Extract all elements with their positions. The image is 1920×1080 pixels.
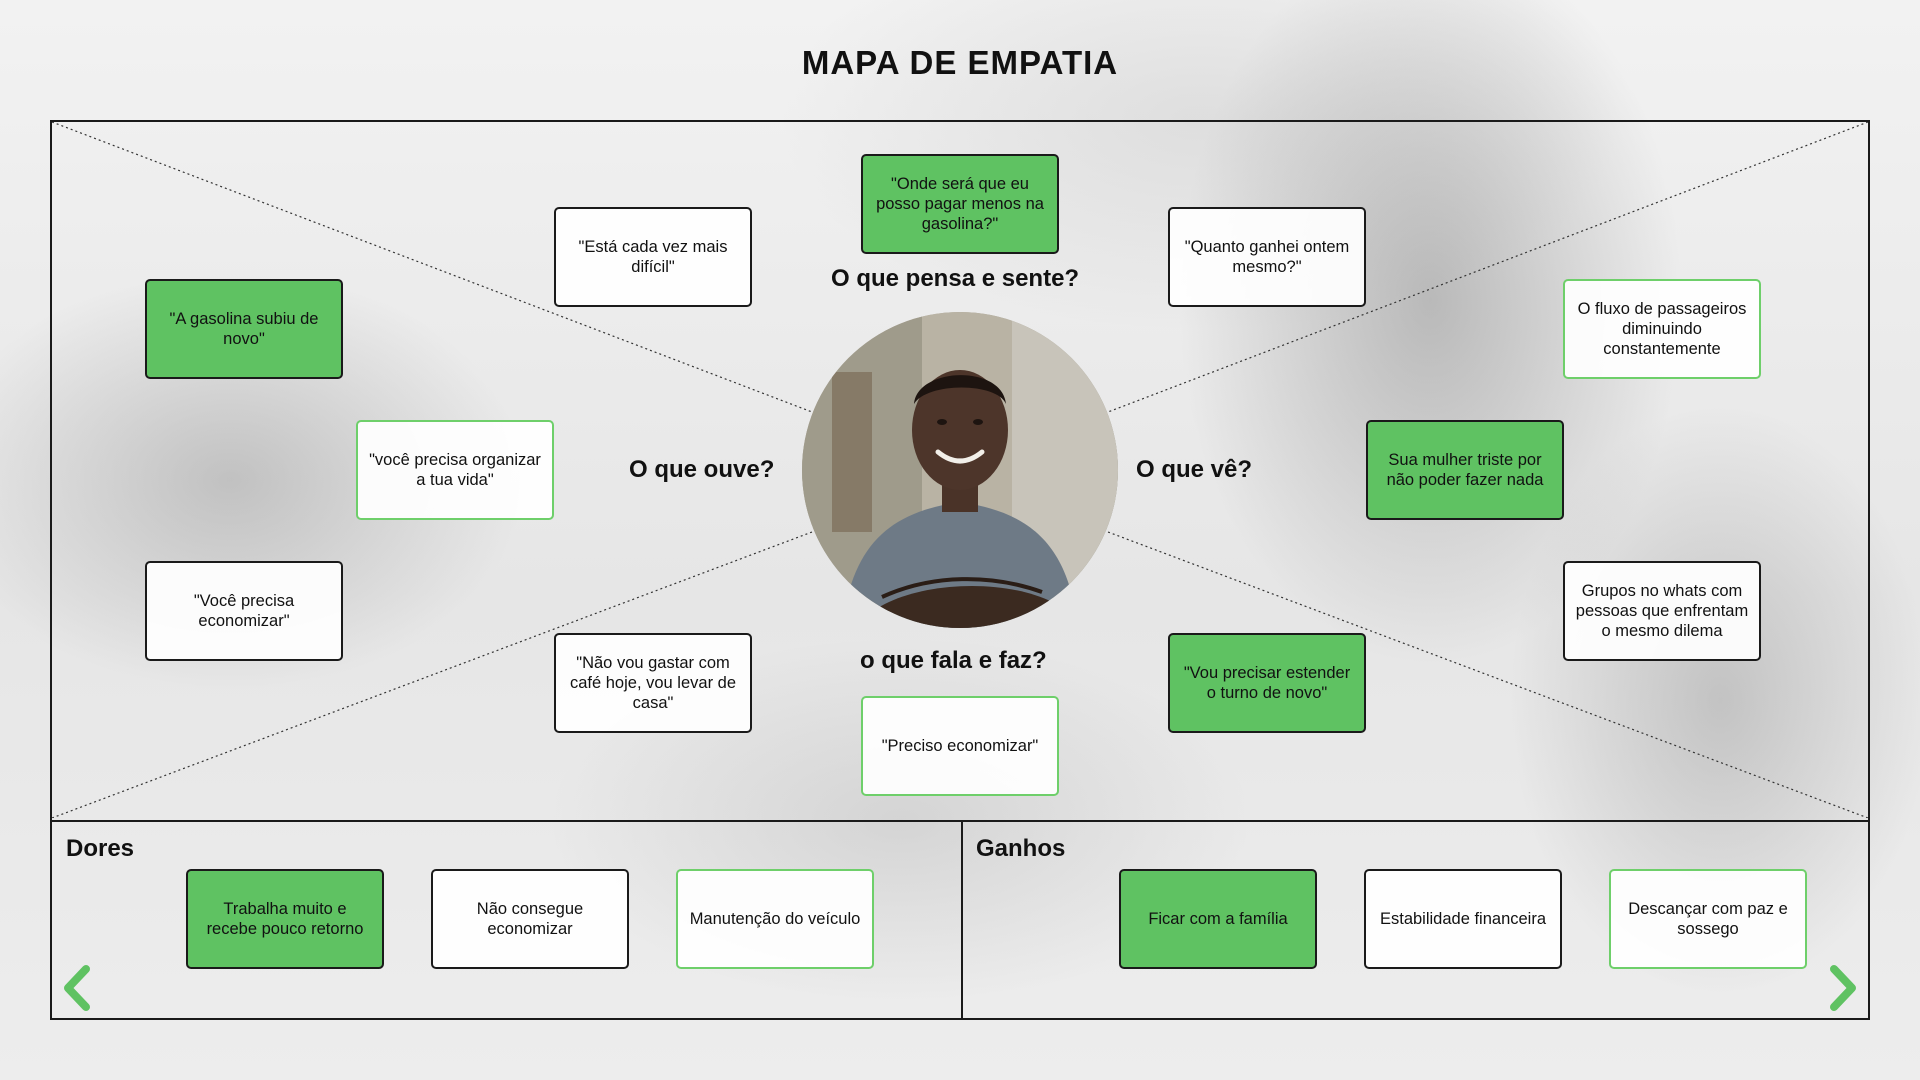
note-preciso-economizar: "Preciso economizar" [861,696,1059,796]
note-fluxo-passageiros: O fluxo de passageiros diminuindo consta… [1563,279,1761,379]
gain-item: Ficar com a família [1119,869,1317,969]
quadrant-diagonals [52,122,1868,818]
pain-item-text: Não consegue economizar [476,900,584,938]
note-text: "A gasolina subiu de novo" [169,310,319,348]
note-grupos-whats: Grupos no whats com pessoas que enfrenta… [1563,561,1761,661]
gain-item: Descançar com paz e sossego [1609,869,1807,969]
bottom-section-divider [52,820,1868,822]
pain-item-text: Manutenção do veículo [689,910,861,928]
gain-item-text: Descançar com paz e sossego [1628,900,1788,938]
note-text: "Quanto ganhei ontem mesmo?" [1184,238,1350,276]
note-text: "você precisa organizar a tua vida" [369,451,541,489]
chevron-right-icon [1830,965,1856,1011]
chevron-left-icon [64,965,90,1011]
note-text: Sua mulher triste por não poder fazer na… [1386,451,1544,489]
next-slide-button[interactable] [1822,963,1862,1013]
note-text: "Você precisa economizar" [193,592,295,630]
pain-item: Manutenção do veículo [676,869,874,969]
pain-item: Trabalha muito e recebe pouco retorno [186,869,384,969]
quadrant-label-says-does: o que fala e faz? [860,647,1047,674]
pain-item-text: Trabalha muito e recebe pouco retorno [206,900,364,938]
note-text: "Está cada vez mais difícil" [578,238,728,276]
gain-item: Estabilidade financeira [1364,869,1562,969]
note-estender-turno: "Vou precisar estender o turno de novo" [1168,633,1366,733]
note-text: "Preciso economizar" [881,737,1039,755]
pains-label: Dores [66,835,135,862]
note-text: Grupos no whats com pessoas que enfrenta… [1575,582,1749,640]
gain-item-text: Ficar com a família [1148,910,1288,928]
note-text: O fluxo de passageiros diminuindo consta… [1577,300,1747,358]
persona-illustration [802,312,1118,628]
empathy-map-frame [50,120,1870,1020]
note-cada-vez-dificil: "Está cada vez mais difícil" [554,207,752,307]
note-nao-vou-gastar-cafe: "Não vou gastar com café hoje, vou levar… [554,633,752,733]
note-mulher-triste: Sua mulher triste por não poder fazer na… [1366,420,1564,520]
persona-photo [802,312,1118,628]
quadrant-label-hears: O que ouve? [629,456,775,483]
quadrant-label-sees: O que vê? [1136,456,1253,483]
gains-label: Ganhos [976,835,1066,862]
page-title: MAPA DE EMPATIA [801,44,1119,81]
note-gasolina-subiu: "A gasolina subiu de novo" [145,279,343,379]
note-precisa-economizar: "Você precisa economizar" [145,561,343,661]
note-text: "Vou precisar estender o turno de novo" [1183,664,1351,702]
note-pagar-menos-gasolina: "Onde será que eu posso pagar menos na g… [861,154,1059,254]
pain-item: Não consegue economizar [431,869,629,969]
note-text: "Não vou gastar com café hoje, vou levar… [569,654,737,712]
quadrant-label-thinks-feels: O que pensa e sente? [831,265,1080,292]
pains-gains-divider [961,822,963,1018]
note-organizar-vida: "você precisa organizar a tua vida" [356,420,554,520]
gain-item-text: Estabilidade financeira [1379,910,1547,928]
prev-slide-button[interactable] [58,963,98,1013]
note-quanto-ganhei: "Quanto ganhei ontem mesmo?" [1168,207,1366,307]
note-text: "Onde será que eu posso pagar menos na g… [876,175,1044,233]
